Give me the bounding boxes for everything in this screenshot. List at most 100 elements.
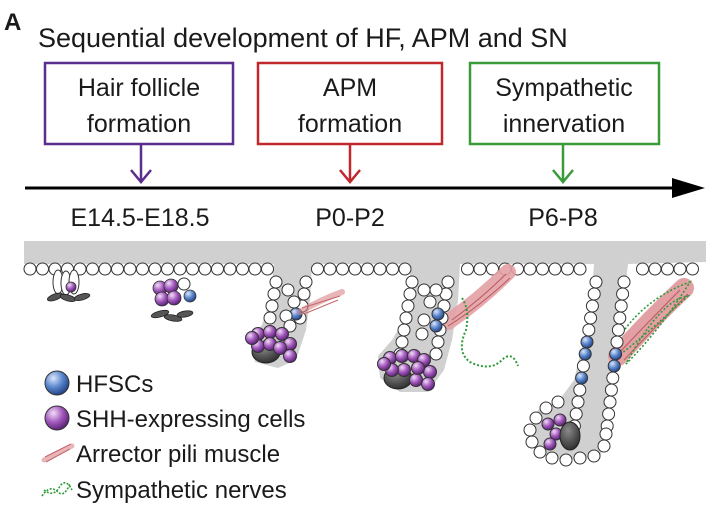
epithelial-cell [589, 275, 603, 289]
epithelial-cell [616, 287, 630, 301]
timeline-arrow [25, 178, 705, 198]
timepoint-label: P0-P2 [315, 204, 384, 232]
figure-title: Sequential development of HF, APM and SN [38, 23, 568, 53]
epithelial-cell [545, 451, 559, 465]
epithelial-cell [405, 275, 419, 289]
epithelial-cell [604, 383, 618, 397]
hfsc-cell [607, 359, 621, 373]
epithelial-cell [606, 371, 620, 385]
epithelial-cell [573, 451, 587, 465]
follicle-stage-5 [523, 275, 631, 467]
basal-cell [236, 262, 249, 276]
legend: HFSCs SHH-expressing cells Arrector pili… [41, 370, 305, 504]
follicle-stage-4 [377, 275, 455, 391]
epithelial-cell [415, 327, 429, 341]
stage-arrowhead [130, 169, 152, 184]
basal-cell [386, 262, 399, 276]
epithelial-cell [395, 335, 409, 349]
epithelial-cell [423, 295, 437, 309]
epithelial-cell [525, 435, 539, 449]
basal-cell [648, 262, 662, 276]
legend-item-shh: SHH-expressing cells [44, 405, 305, 433]
epithelial-cell [585, 299, 599, 313]
timepoint-label: E14.5-E18.5 [71, 204, 210, 232]
epithelial-cell [571, 395, 585, 409]
basal-cell [173, 262, 187, 276]
epithelial-cell [602, 407, 616, 421]
basal-cell [461, 262, 474, 276]
epithelial-cell [614, 299, 628, 313]
epithelial-cell [611, 323, 625, 337]
epithelial-cell [610, 335, 624, 349]
shh-cell [395, 349, 409, 363]
hfsc-cell [575, 371, 589, 385]
basal-cell [136, 262, 149, 276]
epithelial-cell [539, 401, 553, 415]
epithelial-cell [297, 287, 311, 301]
legend-label: SHH-expressing cells [76, 406, 305, 433]
epithelial-cell [569, 407, 583, 421]
epithelial-cell [529, 411, 543, 425]
hfsc-cell [429, 319, 443, 333]
basal-cell [523, 262, 537, 276]
shh-cell [411, 361, 425, 375]
arrector-pili-stage-4 [440, 264, 516, 330]
epithelial-cell [299, 275, 313, 289]
stage-arrowhead [339, 169, 361, 184]
basal-cell [36, 262, 49, 276]
purple-sphere-icon [44, 405, 70, 431]
shh-cell [263, 325, 277, 339]
epithelial-cell [283, 319, 297, 333]
epithelial-cell [523, 423, 537, 437]
epithelial-cell [431, 335, 445, 349]
epithelial-cell [551, 395, 565, 409]
basal-cell [473, 262, 487, 276]
shh-cell [397, 363, 411, 377]
basal-cell [661, 262, 674, 276]
timepoint-label: P6-P8 [528, 204, 597, 232]
epithelial-cell [417, 283, 431, 297]
basal-cell [673, 262, 687, 276]
stage-label-line1: Hair follicle [78, 74, 200, 102]
shh-cell [273, 341, 287, 355]
arrector-pili-stage-5 [608, 278, 694, 366]
sympathetic-nerve-stage-4 [460, 297, 519, 368]
stage-box [468, 61, 661, 146]
legend-label: Sympathetic nerves [76, 477, 287, 504]
shh-cell [275, 327, 289, 341]
epithelial-cell [582, 323, 596, 337]
legend-item-apm: Arrector pili muscle [41, 441, 280, 468]
basal-cell-row [23, 262, 699, 276]
hfsc-cell [578, 347, 592, 361]
epithelial-cell [587, 449, 601, 463]
legend-item-hfscs: HFSCs [44, 370, 153, 398]
epithelial-cell [397, 323, 411, 337]
basal-cell [98, 262, 112, 276]
hfsc-cell [609, 347, 623, 361]
basal-cell [636, 262, 649, 276]
legend-label: Arrector pili muscle [76, 441, 280, 468]
epithelial-cell [269, 275, 283, 289]
basal-cell [123, 262, 137, 276]
basal-cell [161, 262, 174, 276]
epithelial-cell [584, 311, 598, 325]
basal-cell [261, 262, 274, 276]
epithelial-cell [587, 287, 601, 301]
stage-label-line1: Sympathetic [495, 74, 633, 102]
epithelial-cell [573, 383, 587, 397]
shh-cell [409, 373, 423, 387]
stage-hair-follicle: Hair follicle formation [43, 61, 235, 184]
epithelial-cell [417, 313, 431, 327]
shh-cell [553, 413, 567, 427]
basal-cell [536, 262, 549, 276]
basal-cell [148, 262, 162, 276]
basal-cell [323, 262, 337, 276]
epithelial-cell [559, 453, 573, 467]
stage-label-line2: innervation [503, 110, 625, 138]
follicle-stage-3 [245, 275, 313, 364]
legend-label: HFSCs [76, 371, 153, 398]
epithelial-cell [287, 295, 301, 309]
epithelial-cell [576, 359, 590, 373]
shh-cell [421, 377, 435, 391]
